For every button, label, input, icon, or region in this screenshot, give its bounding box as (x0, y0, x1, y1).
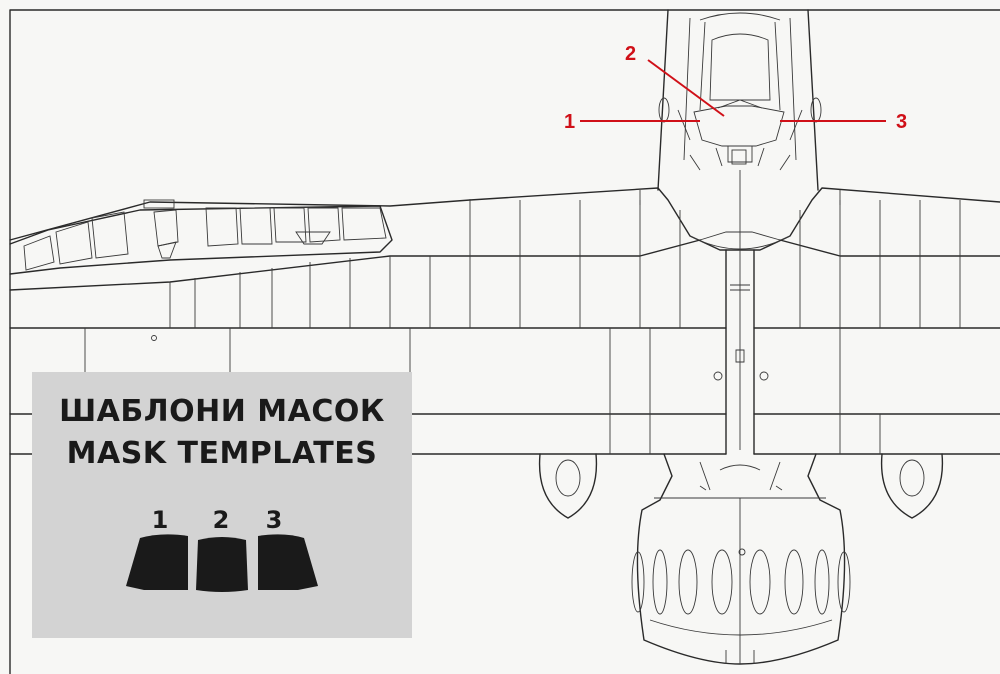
mask-1-label: 1 (151, 506, 169, 534)
mask-1-shape (126, 534, 188, 590)
callout-3: 3 (780, 111, 907, 133)
mask-2-shape (196, 537, 248, 592)
page-frame (9, 9, 1000, 674)
mask-3-label: 3 (265, 506, 283, 534)
callout-2-label: 2 (625, 43, 636, 65)
callout-1-label: 1 (564, 111, 575, 133)
mask-3-shape (258, 534, 318, 590)
tail-boom (713, 170, 769, 455)
callout-2: 2 (625, 43, 725, 117)
wing-glazing (9, 199, 393, 275)
engine-nacelles (538, 453, 944, 519)
callout-3-label: 3 (896, 111, 907, 133)
mask-shapes (126, 534, 318, 592)
templates-title-ukrainian: ШАБЛОНИ МАСОК (59, 394, 385, 429)
mask-2-label: 2 (212, 506, 230, 534)
mask-templates-panel: ШАБЛОНИ МАСОК MASK TEMPLATES 1 2 3 (32, 372, 412, 638)
cockpit-canopy (693, 99, 785, 167)
horizontal-stabilizer (469, 187, 1000, 251)
templates-title-english: MASK TEMPLATES (66, 436, 378, 471)
fuselage-gondola (631, 453, 851, 665)
callout-1: 1 (564, 111, 700, 133)
